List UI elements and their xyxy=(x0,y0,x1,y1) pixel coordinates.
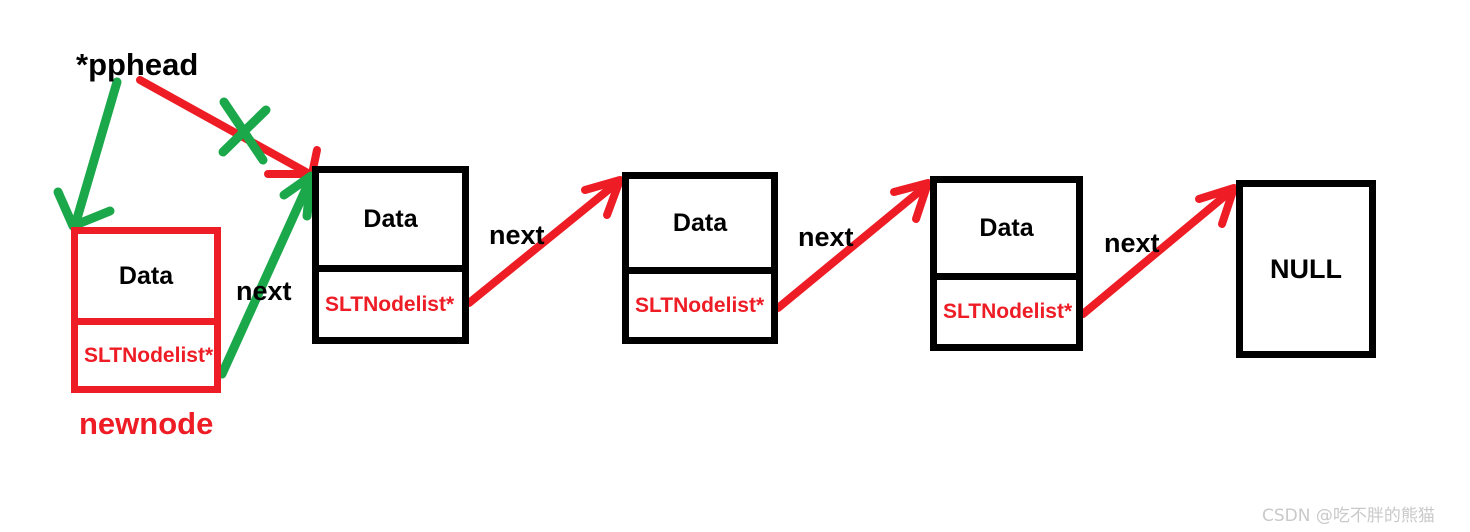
node-1-pointer-cell: SLTNodelist* xyxy=(319,265,462,337)
arrow-newnode-next-to-node1 xyxy=(217,171,316,379)
node-3-pointer-label: SLTNodelist* xyxy=(943,300,1073,323)
node-newnode: Data SLTNodelist* xyxy=(71,227,221,393)
next-label-2: next xyxy=(489,220,545,250)
cross-out-x-icon xyxy=(218,97,271,165)
node-1-pointer-label: SLTNodelist* xyxy=(325,292,455,316)
pphead-label: *pphead xyxy=(76,47,199,82)
newnode-pointer-cell: SLTNodelist* xyxy=(78,318,214,386)
newnode-pointer-label: SLTNodelist* xyxy=(84,343,214,367)
node-2: Data SLTNodelist* xyxy=(622,172,778,344)
null-label: NULL xyxy=(1270,253,1342,284)
arrow-pphead-to-newnode xyxy=(53,77,122,231)
node-1-data-label: Data xyxy=(363,204,418,233)
next-label-3: next xyxy=(798,222,854,252)
csdn-watermark: CSDN @吃不胖的熊猫 xyxy=(1262,506,1435,526)
node-3-pointer-cell: SLTNodelist* xyxy=(937,273,1076,344)
node-2-data-cell: Data xyxy=(629,179,771,267)
node-3-data-label: Data xyxy=(979,213,1034,242)
newnode-data-label: Data xyxy=(118,261,174,290)
node-3: Data SLTNodelist* xyxy=(930,176,1083,351)
next-label-4: next xyxy=(1104,228,1160,258)
newnode-caption: newnode xyxy=(79,406,214,441)
newnode-data-cell: Data xyxy=(78,234,214,318)
arrow-pphead-to-node1 xyxy=(136,76,321,178)
next-label-1: next xyxy=(236,276,292,306)
node-3-data-cell: Data xyxy=(937,183,1076,273)
node-2-pointer-cell: SLTNodelist* xyxy=(629,267,771,337)
node-2-pointer-label: SLTNodelist* xyxy=(635,293,765,317)
node-1-data-cell: Data xyxy=(319,173,462,265)
node-null: NULL xyxy=(1236,180,1376,358)
node-2-data-label: Data xyxy=(672,208,728,237)
node-1: Data SLTNodelist* xyxy=(312,166,469,344)
